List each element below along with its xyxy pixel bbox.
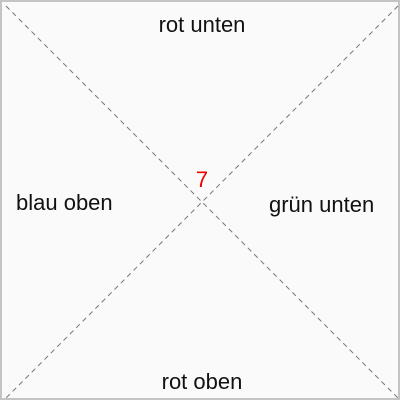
- zone-top-label[interactable]: rot unten: [158, 12, 246, 37]
- zone-left-label[interactable]: blau oben: [16, 190, 113, 215]
- zone-bottom-label[interactable]: rot oben: [161, 369, 243, 394]
- diagonal-line-descending: [5, 5, 399, 399]
- diagonal-line-ascending: [5, 5, 399, 399]
- zone-right-label[interactable]: grün unten: [269, 192, 375, 217]
- center-number: 7: [195, 167, 209, 192]
